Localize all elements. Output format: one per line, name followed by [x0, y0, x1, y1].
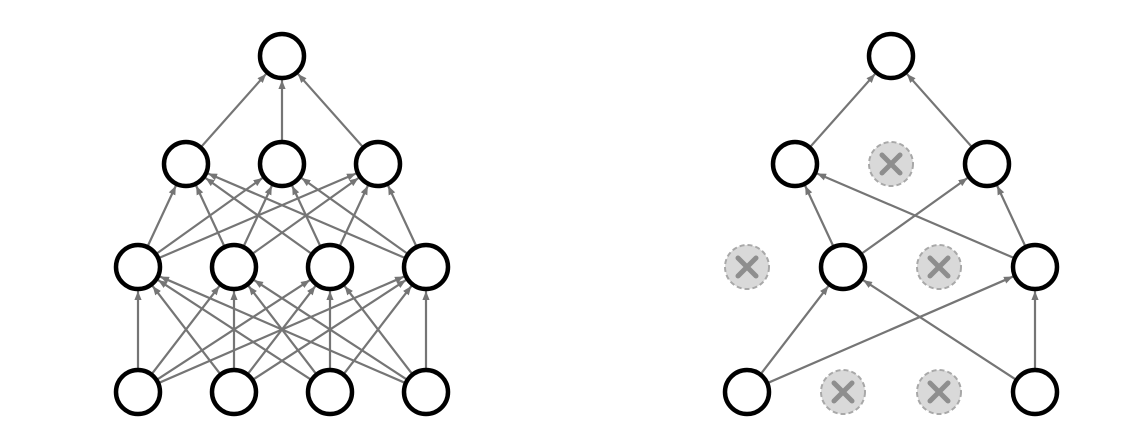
- unit-l3-u0: [257, 31, 307, 81]
- x-mark-icon: [735, 255, 759, 279]
- edge-l1-u3-to-l2-u2: [387, 185, 417, 246]
- edge-l2-u0-to-l3-u0: [810, 73, 876, 147]
- unit-l2-u0: [161, 139, 211, 189]
- unit-l0-u2: [305, 367, 355, 417]
- dropout-network: [722, 31, 1060, 417]
- edge-l1-u1-to-l2-u0: [804, 185, 834, 246]
- x-mark-icon: [879, 152, 903, 176]
- edge-l1-u3-to-l2-u2: [996, 185, 1026, 246]
- unit-l0-u3: [401, 367, 451, 417]
- unit-l1-u3: [1010, 242, 1060, 292]
- edge-l1-u3-to-l2-u0: [207, 172, 405, 259]
- standard-network: [113, 31, 451, 417]
- dropout-network-nodes: [722, 31, 1060, 417]
- unit-l3-u0: [866, 31, 916, 81]
- edge-l1-u0-to-l2-u0: [147, 185, 177, 246]
- unit-l0-u0: [722, 367, 772, 417]
- edge-l0-u2-to-l1-u0: [157, 279, 311, 380]
- unit-l2-u1: [257, 139, 307, 189]
- unit-l0-u0: [113, 367, 163, 417]
- unit-l1-u1: [209, 242, 259, 292]
- x-mark-icon: [927, 380, 951, 404]
- edge-l0-u3-to-l1-u1: [862, 279, 1016, 380]
- dropped-unit-l0-u2: [916, 369, 962, 415]
- edge-l0-u0-to-l1-u1: [760, 285, 830, 374]
- edge-l1-u2-to-l2-u0: [204, 177, 312, 254]
- x-mark-icon: [927, 255, 951, 279]
- unit-l2-u2: [962, 139, 1012, 189]
- edge-l1-u1-to-l2-u0: [195, 185, 225, 246]
- edge-l0-u3-to-l1-u1: [253, 279, 407, 380]
- unit-l1-u2: [305, 242, 355, 292]
- unit-l0-u1: [209, 367, 259, 417]
- edge-l2-u0-to-l3-u0: [201, 73, 267, 147]
- edge-l0-u3-to-l1-u2: [343, 285, 413, 374]
- unit-l2-u0: [770, 139, 820, 189]
- edge-l0-u1-to-l1-u0: [151, 285, 221, 374]
- edge-l1-u3-to-l2-u0: [816, 172, 1014, 259]
- unit-l2-u2: [353, 139, 403, 189]
- dropped-unit-l0-u1: [820, 369, 866, 415]
- edge-l2-u2-to-l3-u0: [297, 73, 363, 147]
- edge-l0-u3-to-l1-u0: [159, 275, 405, 384]
- dropped-unit-l2-u1: [868, 141, 914, 187]
- unit-l1-u1: [818, 242, 868, 292]
- unit-l0-u3: [1010, 367, 1060, 417]
- edge-l2-u2-to-l3-u0: [906, 73, 972, 147]
- edge-l0-u0-to-l1-u3: [768, 275, 1014, 384]
- unit-l1-u3: [401, 242, 451, 292]
- dropped-unit-l1-u0: [724, 244, 770, 290]
- dropped-unit-l1-u2: [916, 244, 962, 290]
- standard-network-nodes: [113, 31, 451, 417]
- edge-l1-u3-to-l2-u1: [300, 177, 408, 254]
- x-mark-icon: [831, 380, 855, 404]
- unit-l1-u0: [113, 242, 163, 292]
- dropout-network-edges: [760, 73, 1039, 384]
- standard-network-edges: [134, 73, 430, 384]
